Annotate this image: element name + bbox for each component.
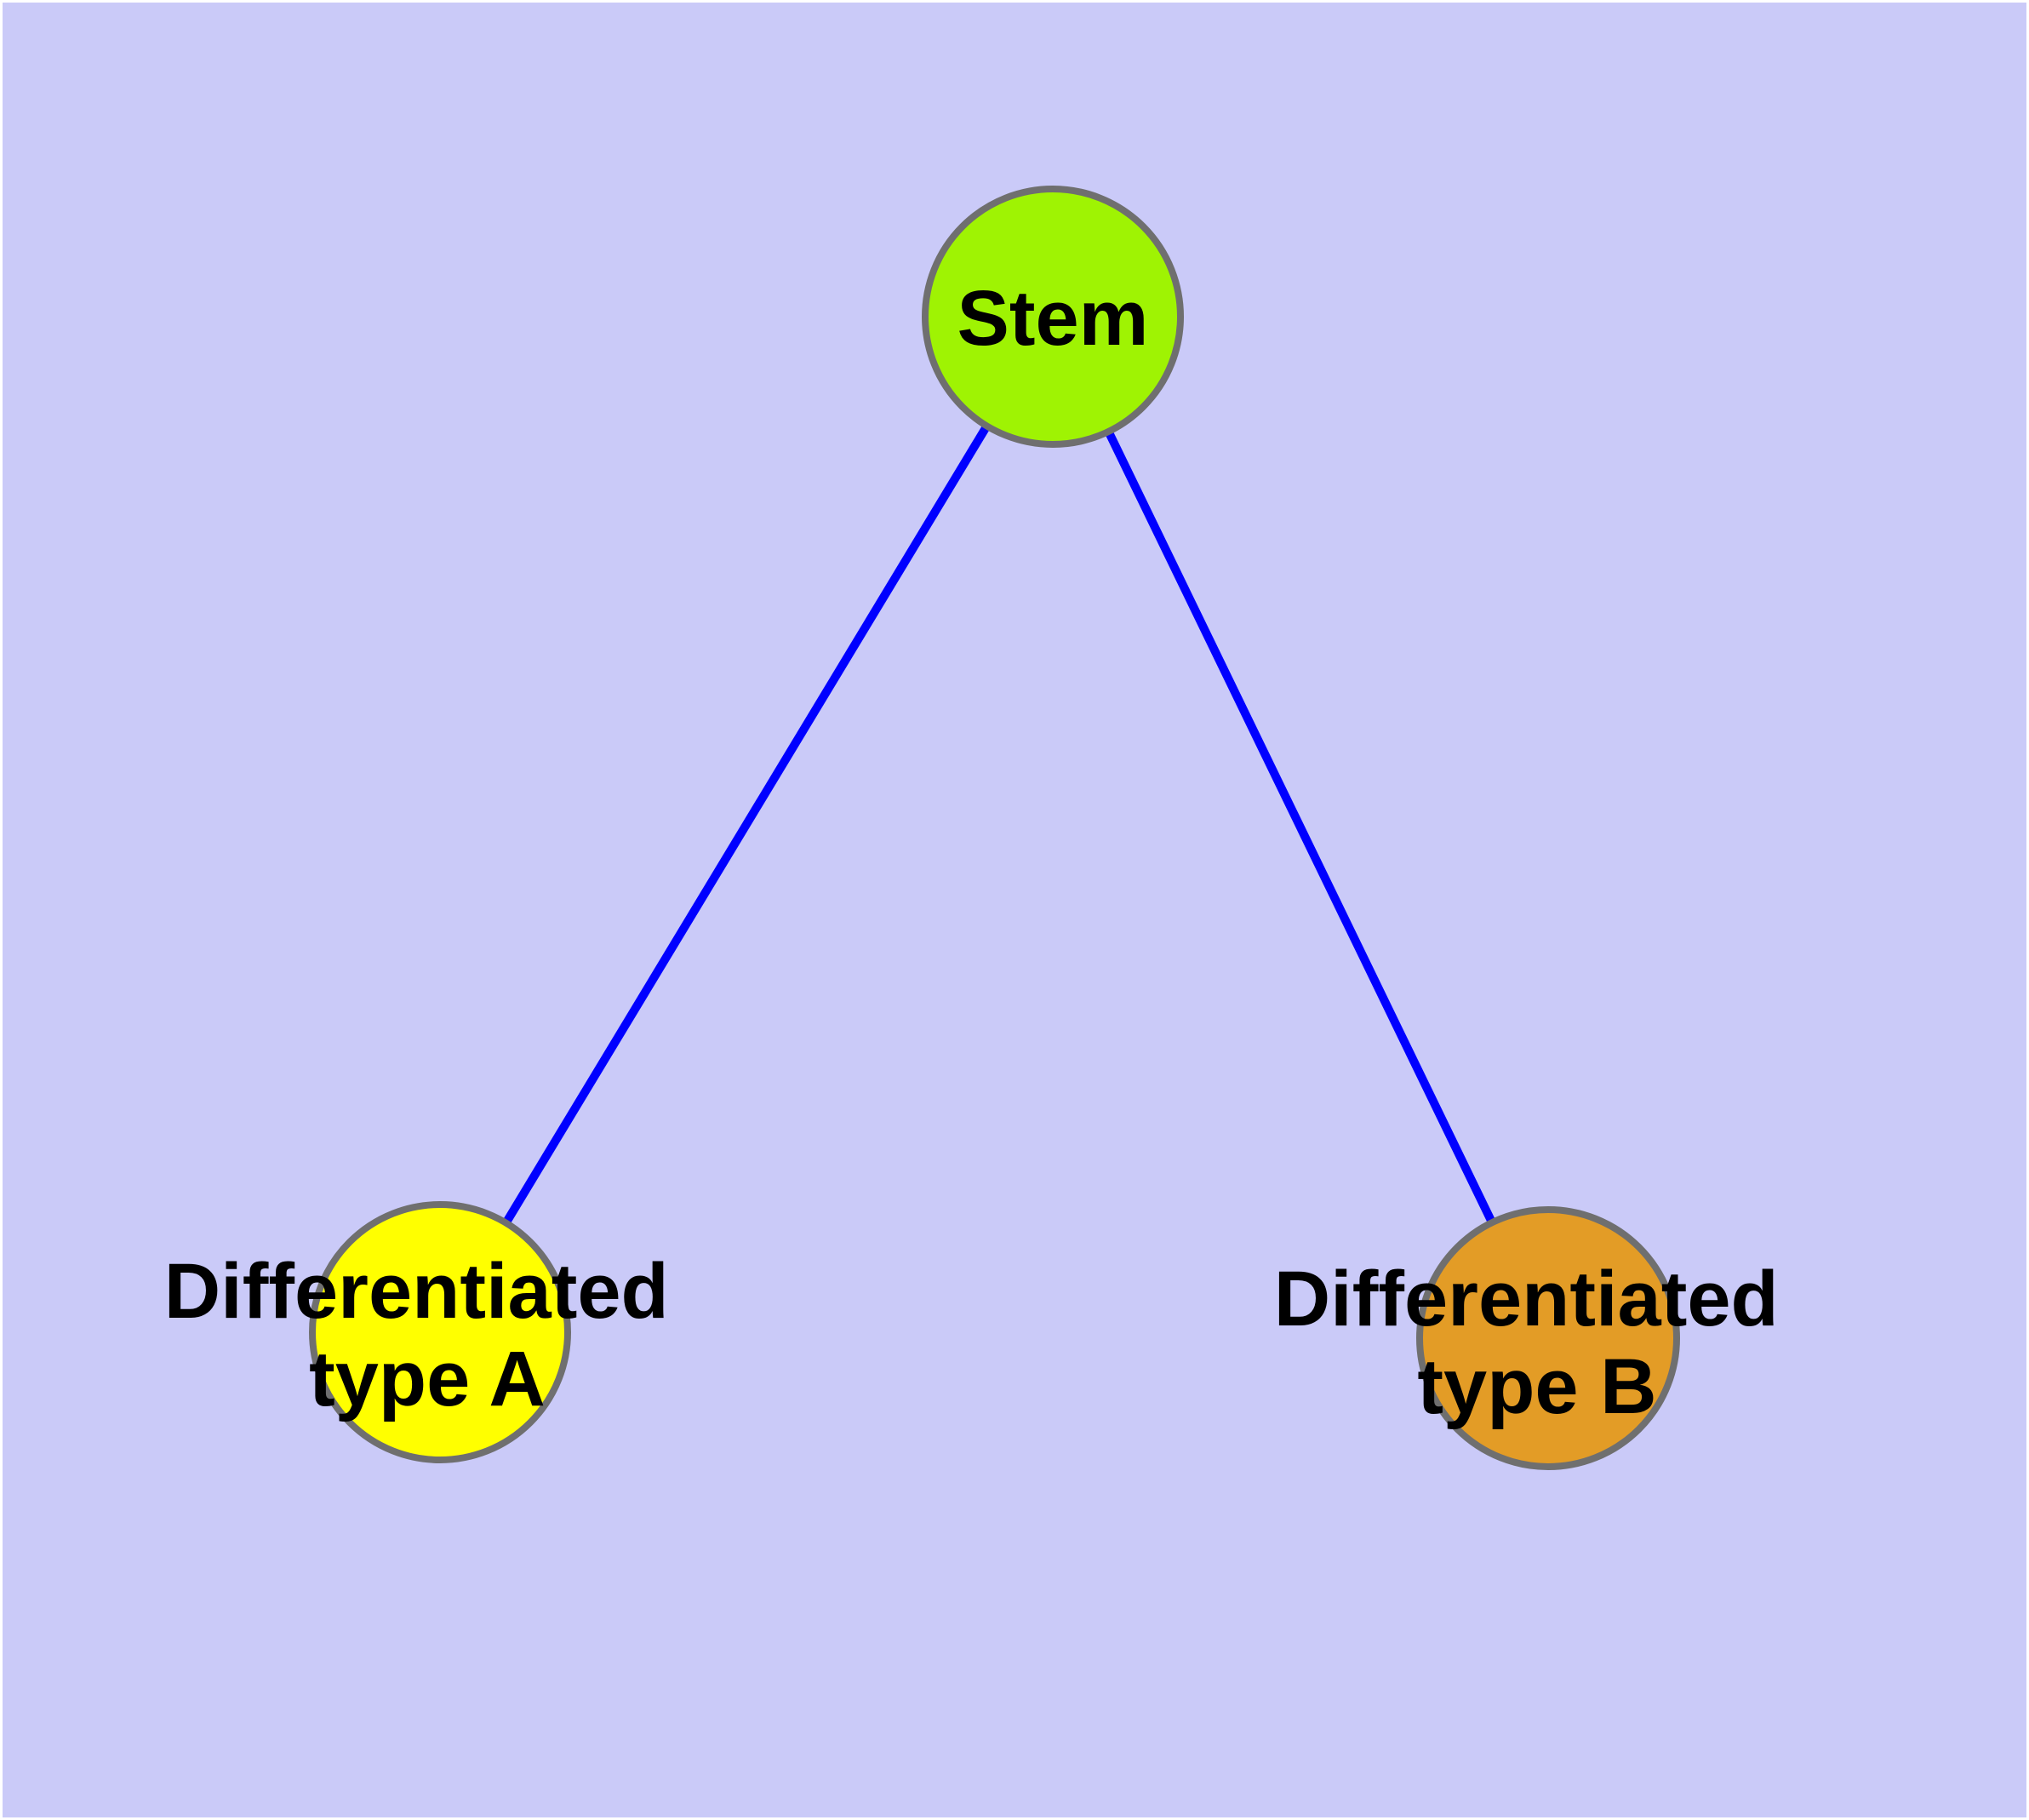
node-differentiated-type-a-circle	[309, 1201, 571, 1463]
edge-stem-to-type-b	[1049, 314, 1552, 1341]
label-line: type B	[1417, 1343, 1656, 1430]
label-line: type A	[309, 1336, 546, 1422]
label-line: Differentiated	[1274, 1256, 1779, 1342]
node-differentiated-type-a-label: Differentiated type A	[164, 1248, 691, 1422]
node-differentiated-type-b-label: Differentiated type B	[1274, 1256, 1801, 1430]
label-line: Differentiated	[164, 1248, 669, 1335]
edge-stem-to-type-a	[436, 314, 1057, 1335]
node-stem-label: Stem	[957, 275, 1149, 362]
node-differentiated-type-b-circle	[1416, 1206, 1680, 1470]
node-stem-circle	[922, 186, 1184, 448]
